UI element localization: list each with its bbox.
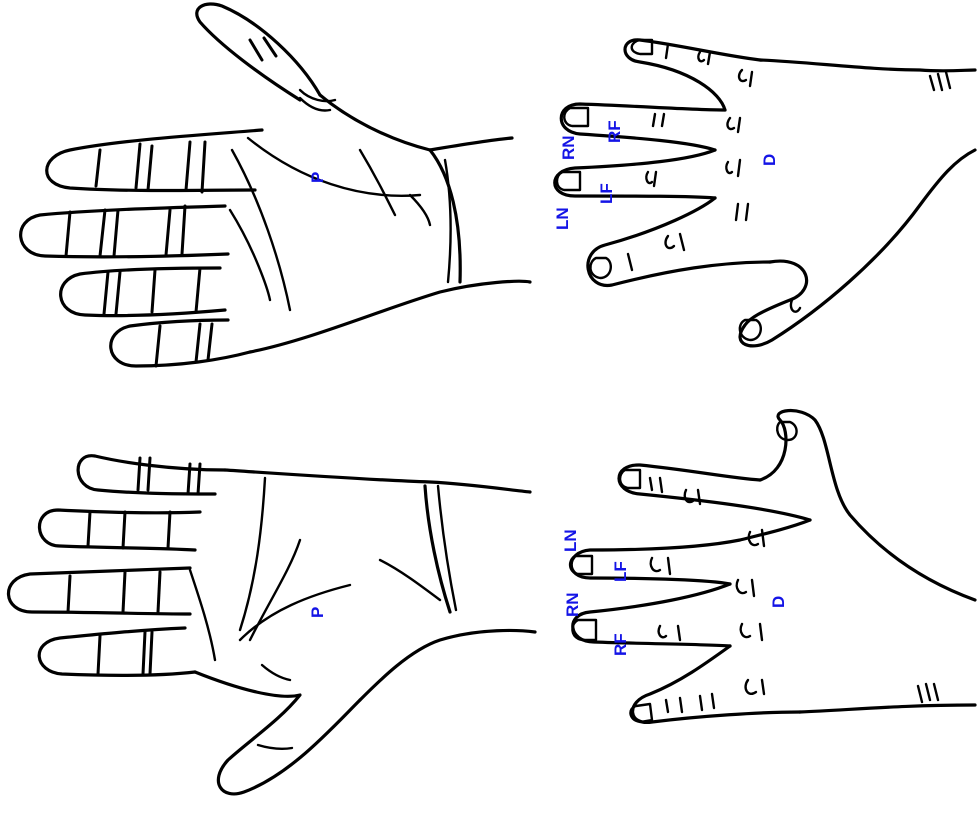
dorsal-view-top: RN RF LN LF D bbox=[553, 38, 977, 348]
region-label-rf-top: RF bbox=[605, 120, 624, 143]
palm-outline-top bbox=[19, 2, 532, 368]
region-label-p-bottom: P bbox=[308, 607, 327, 618]
dorsal-view-bottom: LN LF RN RF D bbox=[561, 408, 977, 724]
region-label-lf-bottom: LF bbox=[611, 561, 630, 582]
region-label-p-top: P bbox=[308, 172, 327, 183]
region-label-rf-bottom: RF bbox=[611, 633, 630, 656]
knuckle-marks-bottom bbox=[648, 476, 940, 714]
palm-outline-bottom bbox=[6, 454, 537, 796]
region-label-d-top: D bbox=[760, 154, 779, 166]
region-label-d-bottom: D bbox=[769, 596, 788, 608]
dorsal-outline-bottom bbox=[568, 408, 977, 724]
region-label-rn-bottom: RN bbox=[563, 592, 582, 617]
palm-view-top: P bbox=[19, 2, 532, 368]
region-label-ln-top: LN bbox=[553, 207, 572, 230]
dorsal-outline-top bbox=[553, 38, 977, 348]
finger-creases-bottom bbox=[66, 456, 202, 676]
region-label-ln-bottom: LN bbox=[561, 529, 580, 552]
knuckle-marks-top bbox=[626, 42, 952, 313]
region-label-rn-top: RN bbox=[559, 135, 578, 160]
region-label-lf-top: LF bbox=[597, 183, 616, 204]
finger-creases-top bbox=[64, 36, 278, 368]
palm-view-bottom: P bbox=[6, 454, 537, 796]
